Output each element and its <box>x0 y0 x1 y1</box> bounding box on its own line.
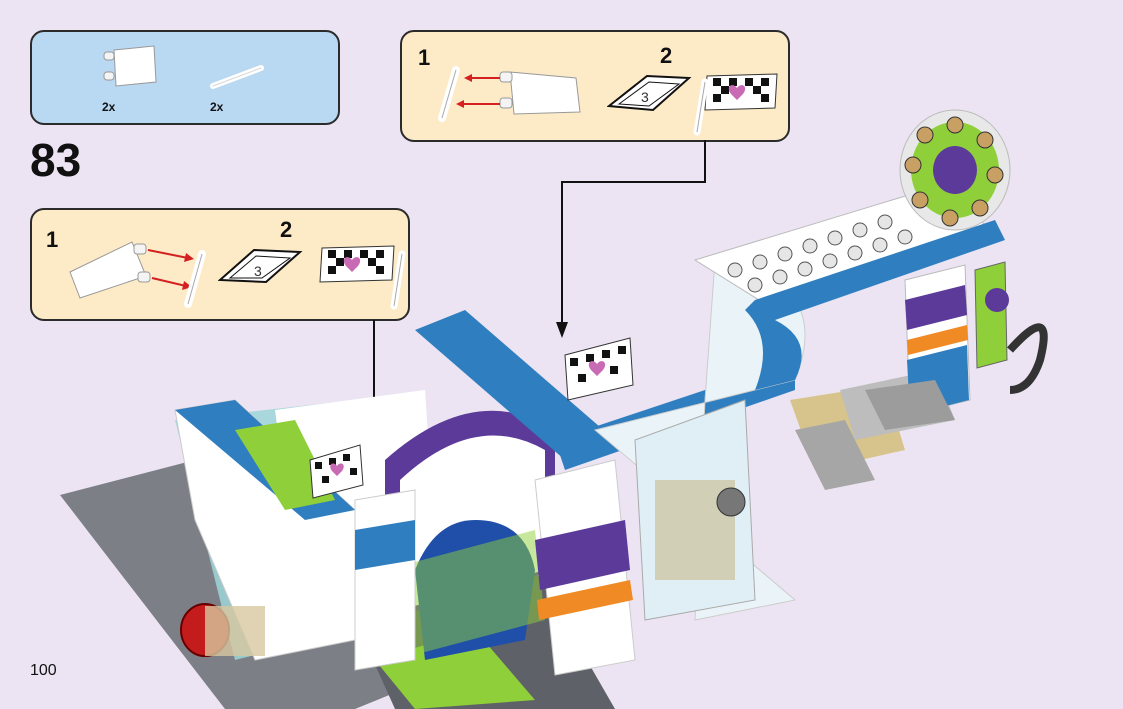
flag-tile-part-icon <box>103 45 157 87</box>
subassembly-callout-right: 1 2 3 <box>400 30 790 142</box>
substep-1-illustration <box>438 66 581 122</box>
substep-2-label: 2 <box>280 217 293 242</box>
subassembly-callout-left: 1 2 3 <box>30 208 410 321</box>
substep-1-label: 1 <box>46 227 59 252</box>
sticker-number: 3 <box>254 263 262 279</box>
substep-2-illustration: 3 <box>218 245 406 310</box>
step-number: 83 <box>30 134 82 186</box>
part-qty-1: 2x <box>102 100 116 114</box>
main-model-illustration <box>60 109 1048 709</box>
substep-2-illustration: 3 <box>607 73 778 136</box>
substep-1-label: 1 <box>418 45 431 70</box>
callout-pointer-right <box>556 140 706 338</box>
substep-1-illustration <box>69 241 206 308</box>
substep-2-label: 2 <box>660 43 673 68</box>
bar-part-icon <box>210 65 264 89</box>
parts-callout: 2x 2x <box>30 30 340 125</box>
page-number: 100 <box>30 662 57 679</box>
part-qty-2: 2x <box>210 100 224 114</box>
sticker-number: 3 <box>641 89 649 105</box>
